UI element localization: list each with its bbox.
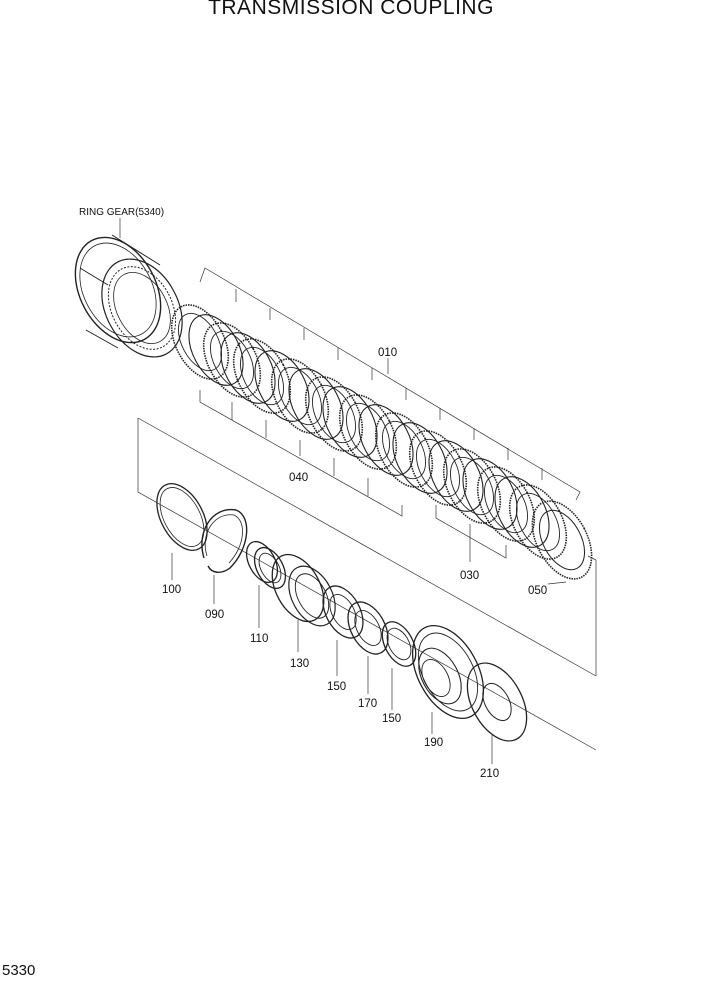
- callout-190: 190: [424, 737, 443, 749]
- callout-170: 170: [358, 698, 377, 710]
- leader-050: [547, 581, 567, 585]
- callout-150a: 150: [327, 681, 346, 693]
- bushing-110: [245, 540, 287, 628]
- callout-100: 100: [162, 584, 181, 596]
- washer-150b: [381, 621, 417, 710]
- clutch-disc-stack: [170, 304, 593, 580]
- ring-gear-part: [74, 218, 183, 358]
- leader-010-bracket: [199, 267, 581, 501]
- callout-040: 040: [289, 472, 308, 484]
- callout-210: 210: [480, 768, 499, 780]
- callout-ring-gear: RING GEAR(5340): [79, 207, 164, 218]
- leader-040-bracket: [199, 390, 403, 517]
- housing-outline-lines: [137, 417, 597, 751]
- callout-110: 110: [250, 633, 268, 645]
- washer-150a: [322, 585, 364, 676]
- callout-090: 090: [205, 609, 224, 621]
- callout-050: 050: [528, 585, 547, 597]
- snap-ring-090: [201, 508, 248, 604]
- page-number: 5330: [2, 962, 36, 979]
- callout-030: 030: [460, 570, 479, 582]
- washer-170: [347, 601, 389, 694]
- callout-010: 010: [378, 347, 397, 359]
- piston-190: [411, 625, 485, 734]
- snap-ring-100: [156, 483, 208, 580]
- plate-210: [466, 662, 528, 764]
- leader-030-bracket: [435, 505, 507, 562]
- callout-130: 130: [290, 658, 309, 670]
- page-title: TRANSMISSION COUPLING: [208, 0, 494, 19]
- callout-150b: 150: [382, 713, 401, 725]
- hub-130: [271, 553, 336, 652]
